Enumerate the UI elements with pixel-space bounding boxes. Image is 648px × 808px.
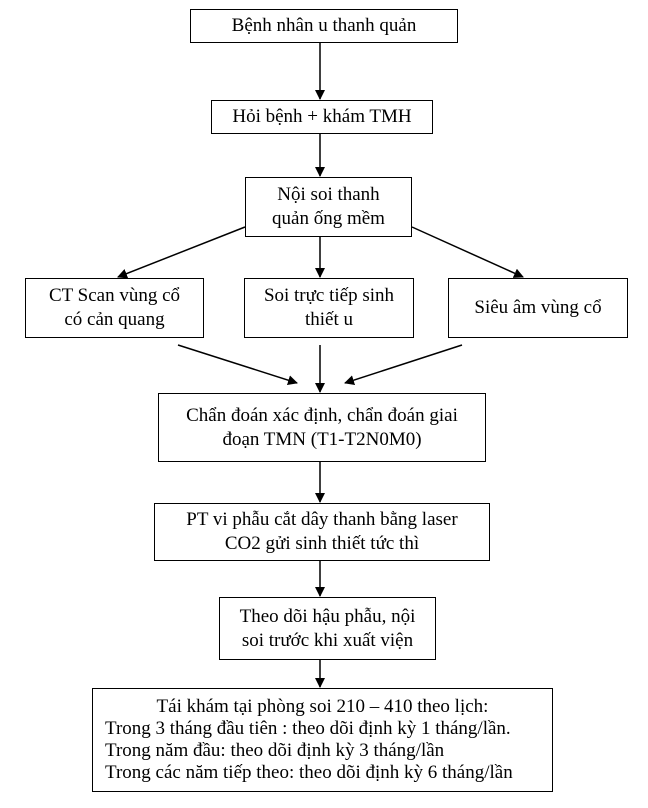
- node-text: Soi trực tiếp sinh: [263, 285, 395, 306]
- node-diagnosis-staging: Chẩn đoán xác định, chẩn đoán giai đoạn …: [158, 393, 486, 462]
- node-patient-laryngeal-tumor: Bệnh nhân u thanh quản: [190, 9, 458, 43]
- node-text: Bệnh nhân u thanh quản: [231, 15, 417, 36]
- node-text: Nội soi thanh: [277, 184, 380, 205]
- arrow-b4-b7: [177, 344, 298, 386]
- node-postop-followup: Theo dõi hậu phẫu, nội soi trước khi xuấ…: [219, 597, 436, 660]
- arrow-b3-b4: [117, 226, 246, 279]
- arrow-b3-b6: [411, 226, 524, 278]
- node-text: Chẩn đoán xác định, chẩn đoán giai: [186, 404, 458, 426]
- node-text: CT Scan vùng cổ: [48, 285, 181, 306]
- node-text: Trong các năm tiếp theo: theo dõi định k…: [105, 762, 513, 783]
- node-text: Tái khám tại phòng soi 210 – 410 theo lị…: [156, 696, 489, 717]
- node-text: Trong 3 tháng đầu tiên : theo dõi định k…: [105, 718, 511, 739]
- node-text: Theo dõi hậu phẫu, nội: [239, 605, 416, 627]
- node-ct-scan: CT Scan vùng cổ có cản quang: [25, 278, 204, 338]
- node-flexible-laryngoscopy: Nội soi thanh quản ống mềm: [245, 177, 412, 237]
- node-text: đoạn TMN (T1-T2N0M0): [222, 428, 422, 450]
- node-text: Siêu âm vùng cổ: [474, 297, 602, 318]
- node-history-ent-exam: Hỏi bệnh + khám TMH: [211, 100, 433, 134]
- node-text: quản ống mềm: [272, 208, 385, 229]
- arrow-b6-b7: [344, 344, 463, 385]
- node-neck-ultrasound: Siêu âm vùng cổ: [448, 278, 628, 338]
- node-text: Trong năm đầu: theo dõi định kỳ 3 tháng/…: [105, 740, 445, 761]
- node-text: thiết u: [304, 309, 354, 330]
- node-text: Hỏi bệnh + khám TMH: [232, 106, 412, 127]
- node-recheck-schedule: Tái khám tại phòng soi 210 – 410 theo lị…: [92, 688, 553, 792]
- node-text: soi trước khi xuất viện: [241, 629, 414, 651]
- node-text: CO2 gửi sinh thiết tức thì: [224, 533, 420, 554]
- node-text: có cản quang: [64, 309, 165, 330]
- node-text: PT vi phẫu cắt dây thanh bằng laser: [186, 509, 458, 530]
- node-laser-surgery: PT vi phẫu cắt dây thanh bằng laser CO2 …: [154, 503, 490, 561]
- node-direct-laryngoscopy-biopsy: Soi trực tiếp sinh thiết u: [244, 278, 414, 338]
